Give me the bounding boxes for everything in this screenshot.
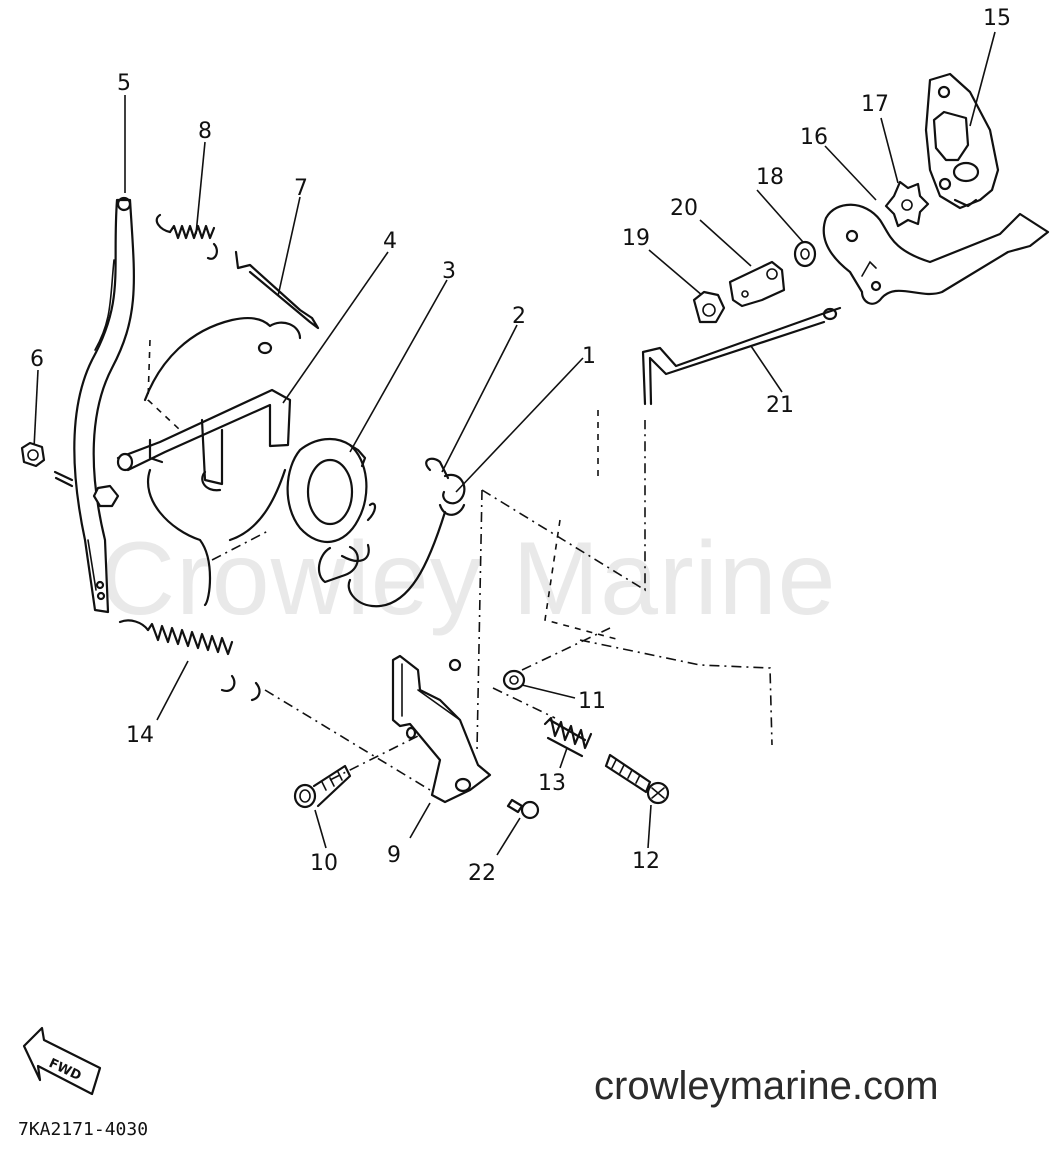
callout-4: 4 xyxy=(383,229,397,254)
part-9-bracket xyxy=(391,654,492,804)
callout-labels: 1 2 3 4 5 6 7 8 9 10 11 12 13 14 15 16 1… xyxy=(30,6,1011,886)
part-8-spring xyxy=(155,213,218,260)
diagram-code: 7KA2171-4030 xyxy=(18,1119,149,1140)
callout-10: 10 xyxy=(310,851,338,876)
callout-15: 15 xyxy=(983,6,1011,31)
part-14-spring xyxy=(118,619,261,702)
part-10-bolt xyxy=(293,764,352,809)
callout-9: 9 xyxy=(387,843,401,868)
callout-13: 13 xyxy=(538,771,566,796)
callout-20: 20 xyxy=(670,196,698,221)
callout-12: 12 xyxy=(632,849,660,874)
part-4-choke-shaft xyxy=(116,388,292,486)
callout-1: 1 xyxy=(582,344,596,369)
part-16-lever xyxy=(822,203,1050,305)
link-bolt xyxy=(53,470,120,508)
callout-2: 2 xyxy=(512,304,526,329)
callout-8: 8 xyxy=(198,119,212,144)
part-7-rod xyxy=(234,250,320,330)
callout-22: 22 xyxy=(468,861,496,886)
part-11-washer xyxy=(502,669,526,691)
part-17-star-washer xyxy=(884,180,930,228)
part-1-2-cable-clamp xyxy=(347,457,466,608)
part-13-spring xyxy=(543,716,593,758)
part-18-washer xyxy=(793,240,817,268)
callout-18: 18 xyxy=(756,165,784,190)
part-12-screw xyxy=(604,753,670,805)
part-19-nut xyxy=(692,290,726,324)
site-url: crowleymarine.com xyxy=(594,1064,939,1108)
callout-3: 3 xyxy=(442,259,456,284)
part-3-boot xyxy=(286,437,377,584)
part-20-plate xyxy=(728,260,786,308)
watermark: Crowley Marine xyxy=(100,521,837,637)
part-22-screw xyxy=(506,798,540,820)
callout-11: 11 xyxy=(578,689,606,714)
part-21-rod xyxy=(641,306,842,406)
part-6-nut xyxy=(20,441,46,468)
callout-7: 7 xyxy=(294,176,308,201)
assembly-lines xyxy=(147,339,773,791)
part-15-bracket xyxy=(924,72,1000,210)
callout-14: 14 xyxy=(126,723,154,748)
leader-lines xyxy=(33,31,996,856)
callout-17: 17 xyxy=(861,92,889,117)
callout-6: 6 xyxy=(30,347,44,372)
callout-19: 19 xyxy=(622,226,650,251)
callout-16: 16 xyxy=(800,125,828,150)
carburetor-body xyxy=(143,316,302,607)
fwd-arrow-icon: FWD xyxy=(22,1026,102,1096)
callout-5: 5 xyxy=(117,71,131,96)
callout-21: 21 xyxy=(766,393,794,418)
part-5-throttle-link xyxy=(73,196,135,614)
